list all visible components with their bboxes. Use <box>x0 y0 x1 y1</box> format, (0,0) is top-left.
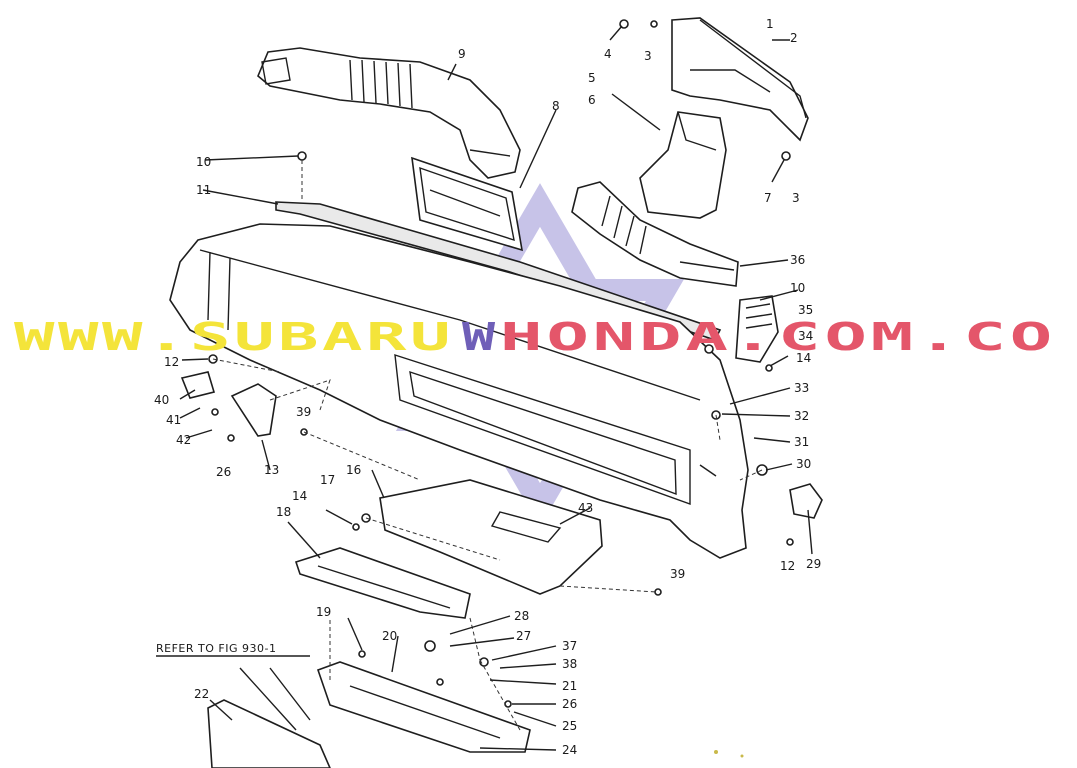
callout: 13 <box>264 463 279 477</box>
callout: 37 <box>562 639 577 653</box>
callout: 39 <box>296 405 311 419</box>
callout: 25 <box>562 719 577 733</box>
callout: 27 <box>516 629 531 643</box>
callout: 28 <box>514 609 529 623</box>
callout: 3 <box>792 191 800 205</box>
callout: 3 <box>644 49 652 63</box>
dashboard-panel <box>169 223 749 559</box>
callout: 34 <box>798 329 813 343</box>
callout: 38 <box>562 657 577 671</box>
callout: 42 <box>176 433 191 447</box>
corner-marks <box>714 750 744 758</box>
side-bracket-1-2 <box>671 17 809 142</box>
callout: 11 <box>196 183 211 197</box>
tray-18 <box>294 547 471 619</box>
callout: 41 <box>166 413 181 427</box>
callout: 10 <box>196 155 211 169</box>
callout: 39 <box>670 567 685 581</box>
callout: 10 <box>790 281 805 295</box>
callout: 12 <box>780 559 795 573</box>
callout: 33 <box>794 381 809 395</box>
callout: 32 <box>794 409 809 423</box>
watermark-part-3: HONDA.COM.CO <box>500 315 1056 359</box>
callout: 2 <box>790 31 798 45</box>
callout: 5 <box>588 71 596 85</box>
callout: 40 <box>154 393 169 407</box>
callout: 29 <box>806 557 821 571</box>
callout: 17 <box>320 473 335 487</box>
vent-34-35 <box>735 295 779 363</box>
panel-22 <box>207 699 331 768</box>
callout: 35 <box>798 303 813 317</box>
vent-frame-8 <box>411 156 524 252</box>
callout: 8 <box>552 99 560 113</box>
latch-29 <box>789 483 823 519</box>
callout: 26 <box>216 465 231 479</box>
callout: 16 <box>346 463 361 477</box>
part-callouts: 1 2 3 4 5 6 7 3 8 9 10 11 36 10 35 34 14… <box>154 17 821 757</box>
callout: 26 <box>562 697 577 711</box>
reference-note: REFER TO FIG 930-1 <box>156 642 276 655</box>
clip-40 <box>180 371 216 399</box>
glovebox-lid-20 <box>316 661 531 753</box>
callout: 14 <box>292 489 307 503</box>
callout: 31 <box>794 435 809 449</box>
callout: 9 <box>458 47 466 61</box>
callout: 1 <box>766 17 774 31</box>
callout: 6 <box>588 93 596 107</box>
callout: 4 <box>604 47 612 61</box>
callout: 12 <box>164 355 179 369</box>
bracket-13 <box>230 383 277 437</box>
callout: 19 <box>316 605 331 619</box>
callout: 18 <box>276 505 291 519</box>
callout: 20 <box>382 629 397 643</box>
callout: 14 <box>796 351 811 365</box>
callout: 21 <box>562 679 577 693</box>
watermark-part-2: W <box>462 315 498 359</box>
callout: 43 <box>578 501 593 515</box>
callout: 30 <box>796 457 811 471</box>
callout: 24 <box>562 743 577 757</box>
defroster-strip-11 <box>275 201 722 341</box>
callout: 7 <box>764 191 772 205</box>
air-duct-9 <box>257 47 521 179</box>
callout: 22 <box>194 687 209 701</box>
leader-lines <box>156 25 813 751</box>
flex-duct-36 <box>571 181 739 287</box>
side-duct-5-6 <box>639 111 727 219</box>
watermark-part-1: WWW.SUBARU <box>14 315 454 359</box>
assembly-lines <box>212 160 763 731</box>
website-watermark: WWW.SUBARU W HONDA.COM.CO <box>14 315 1056 359</box>
callout: 36 <box>790 253 805 267</box>
